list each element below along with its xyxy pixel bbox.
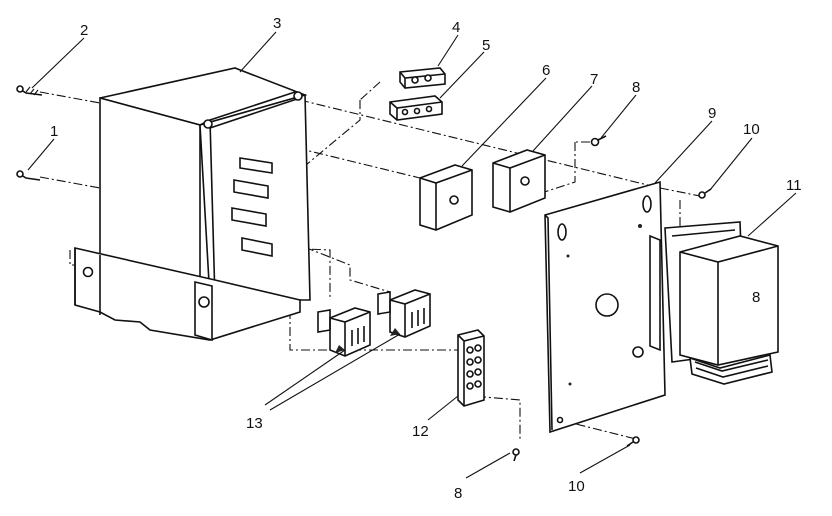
callout-6: 6 [542, 62, 550, 79]
callout-4: 4 [452, 19, 460, 36]
callout-7: 7 [590, 71, 598, 88]
screw-part-10-bottom [626, 436, 640, 447]
callout-10-bottom: 10 [568, 478, 585, 495]
arrowhead [390, 328, 400, 336]
svg-text:8: 8 [752, 289, 760, 306]
callout-1: 1 [50, 123, 58, 140]
callout-10-top: 10 [743, 121, 760, 138]
callout-8-top: 8 [632, 79, 640, 96]
leader-lines [27, 31, 797, 479]
callout-3: 3 [273, 15, 281, 32]
terminal-part-5 [389, 95, 443, 121]
callout-2: 2 [80, 22, 88, 39]
screw-part-10-top [698, 188, 712, 199]
screw-part-8-bottom [512, 448, 520, 462]
callout-labels: 2 3 4 5 6 7 8 9 10 11 1 12 13 8 10 [50, 15, 802, 502]
callout-8-bottom: 8 [454, 485, 462, 502]
terminal-part-4 [399, 67, 446, 89]
mounting-plate-part-9 [544, 180, 666, 434]
terminal-block-part-12 [457, 329, 485, 407]
transformer-part-11: 8 [664, 221, 779, 385]
callout-9: 9 [708, 105, 716, 122]
screw-part-8-top [590, 135, 607, 147]
callout-5: 5 [482, 37, 490, 54]
arrowhead [335, 345, 345, 353]
relay-part-13-right [377, 289, 431, 338]
callout-13: 13 [246, 415, 263, 432]
callout-12: 12 [412, 423, 429, 440]
screw-part-1 [16, 170, 41, 181]
relay-part-13-left [317, 307, 371, 357]
callout-11: 11 [786, 177, 802, 194]
block-part-7 [492, 149, 546, 213]
screw-part-2 [16, 85, 43, 96]
enclosure-part-3 [74, 67, 311, 342]
block-part-6 [419, 164, 473, 231]
